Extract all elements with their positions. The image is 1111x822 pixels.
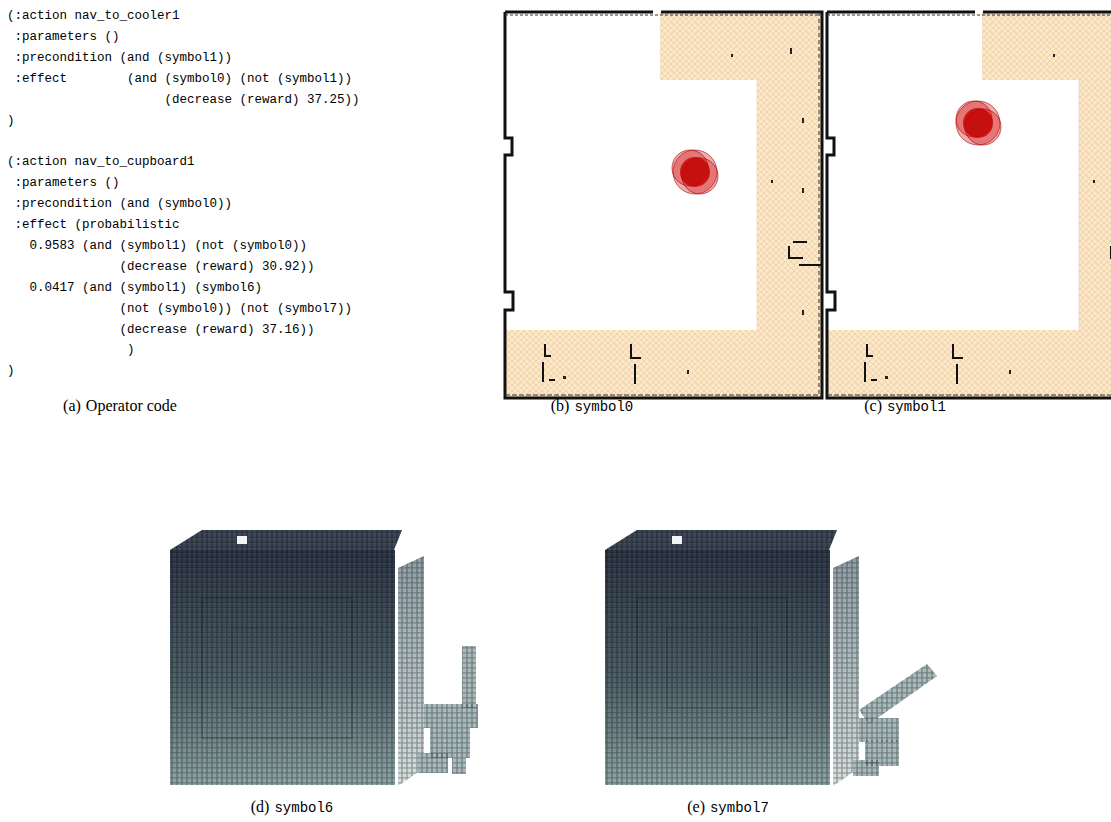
caption: (e) symbol7: [568, 797, 888, 818]
caption-label: symbol6: [274, 798, 333, 818]
code-line: 0.0417 (and (symbol1) (symbol6): [30, 280, 263, 297]
code-line: :precondition (and (symbol1)): [15, 50, 233, 67]
caption-label: symbol1: [887, 397, 946, 417]
code-line: ): [7, 113, 15, 130]
caption-label: Operator code: [86, 396, 177, 416]
caption-label: symbol7: [710, 798, 769, 818]
voxel-cupboard: [170, 530, 478, 786]
caption-label: (c): [864, 396, 882, 416]
pose-blob: [672, 150, 718, 194]
code-line: :parameters (): [15, 175, 120, 192]
caption: (a) Operator code: [0, 396, 280, 416]
code-line: :effect (and (symbol0) (not (symbol1)): [15, 71, 353, 88]
code-line: :parameters (): [15, 29, 120, 46]
code-line: ): [127, 342, 135, 359]
code-line: (:action nav_to_cupboard1: [7, 154, 195, 171]
code-line: (not (symbol0)) (not (symbol7)): [120, 301, 353, 318]
caption-label: symbol0: [574, 397, 633, 417]
caption: (d)symbol6: [132, 797, 452, 818]
code-line: (decrease (reward) 37.16)): [120, 322, 315, 339]
caption-label: (a): [63, 396, 81, 416]
caption: (b)symbol0: [432, 396, 752, 417]
code-line: :effect (probabilistic: [15, 217, 180, 234]
code-line: ): [7, 363, 15, 380]
code-line: 0.9583 (and (symbol1) (not (symbol0)): [30, 238, 308, 255]
voxel-cupboard: [605, 530, 937, 786]
caption-label: (d): [251, 797, 270, 817]
caption: (c) symbol1: [745, 396, 1065, 417]
caption-label: (b): [551, 396, 570, 416]
pose-blob: [956, 101, 1001, 145]
code-line: :precondition (and (symbol0)): [15, 196, 233, 213]
code-line: (:action nav_to_cooler1: [7, 8, 180, 25]
code-line: (decrease (reward) 37.25)): [165, 92, 360, 109]
code-line: (decrease (reward) 30.92)): [120, 259, 315, 276]
caption-label: (e): [687, 797, 705, 817]
